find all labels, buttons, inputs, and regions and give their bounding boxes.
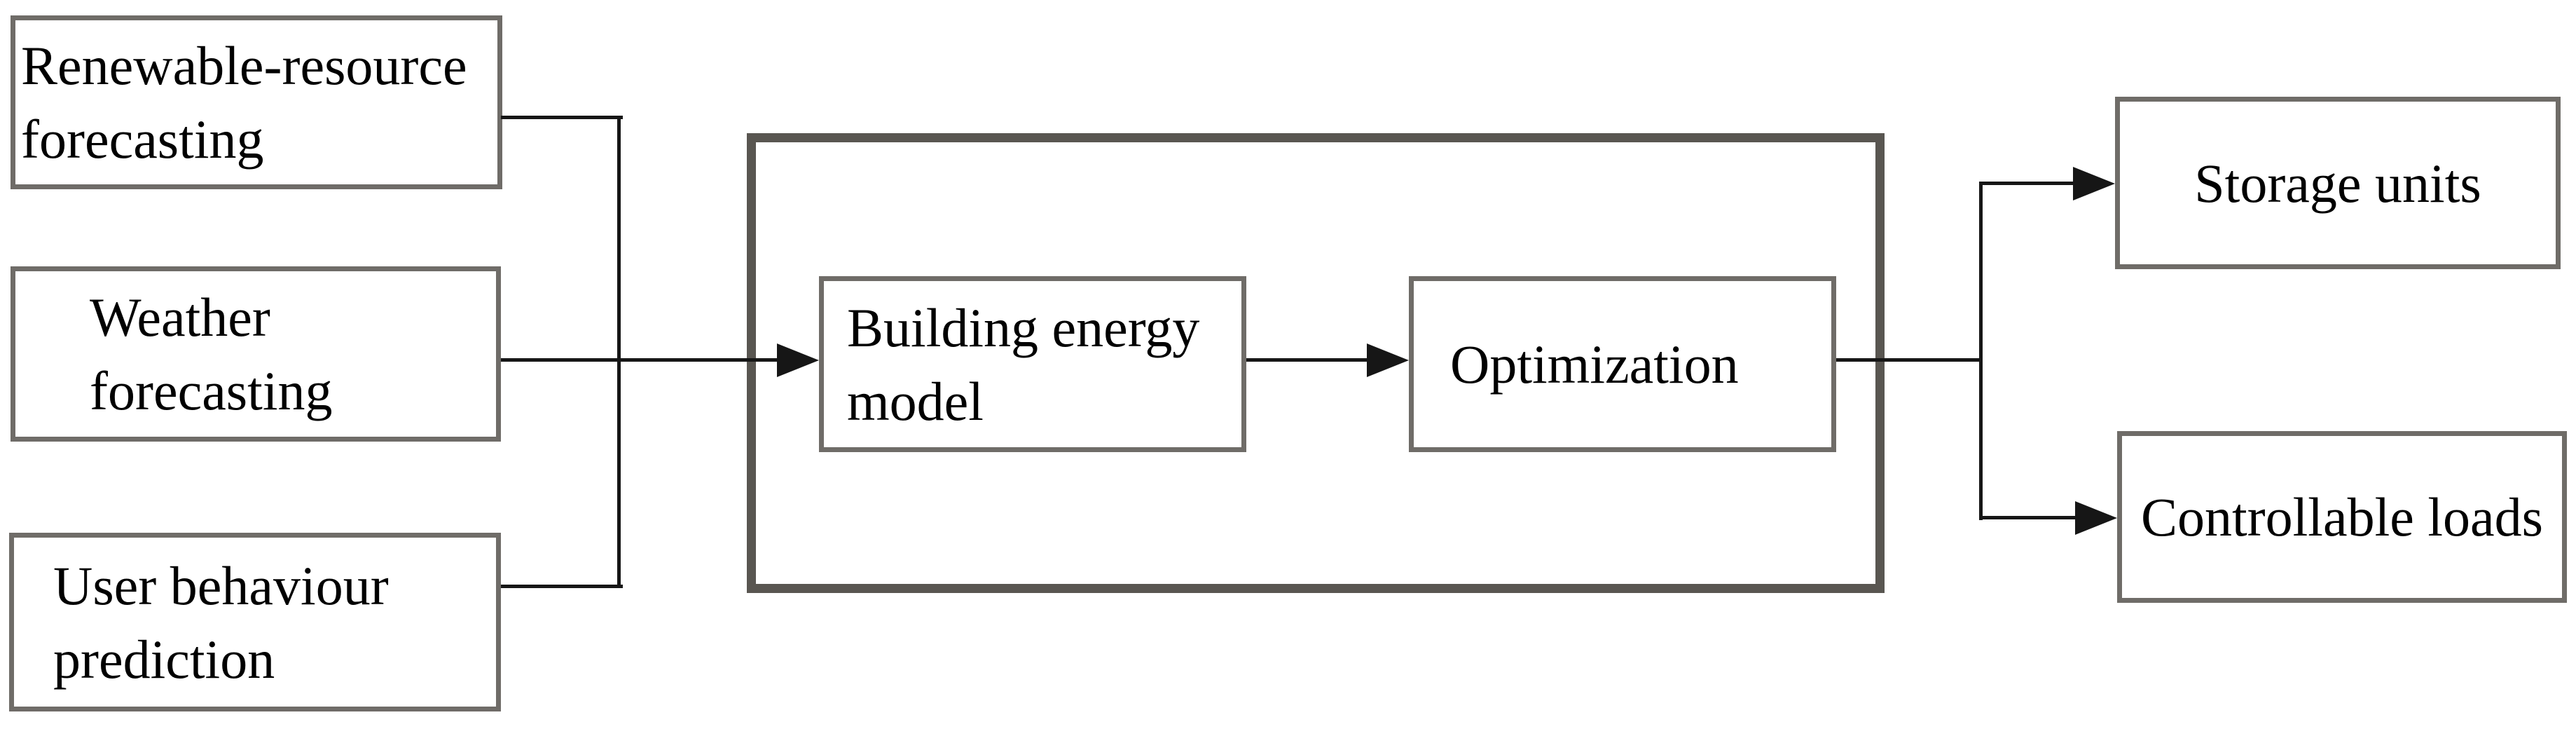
- arrowhead-into-optimization: [1367, 343, 1409, 377]
- arrowhead-into-controllable-loads: [2075, 501, 2117, 535]
- user-behaviour-prediction-label-line1: User behaviour: [53, 554, 389, 616]
- input-bus-line: [617, 116, 621, 588]
- arrowhead-into-building-energy-model: [777, 343, 819, 377]
- storage-units-label: Storage units: [2194, 152, 2481, 214]
- user-behaviour-prediction-label-line2: prediction: [53, 628, 275, 690]
- connector-optimization-to-bus: [1836, 358, 1983, 362]
- weather-forecasting-box: Weather forecasting: [11, 266, 501, 442]
- controllable-loads-box: Controllable loads: [2117, 431, 2567, 603]
- renewable-resource-forecasting-label-line1: Renewable-resource: [21, 35, 467, 96]
- renewable-resource-forecasting-label-line2: forecasting: [21, 109, 264, 170]
- optimization-box: Optimization: [1409, 276, 1836, 452]
- building-energy-model-label-line1: Building energy: [847, 297, 1200, 358]
- connector-bus-to-controllable-loads: [1979, 516, 2078, 519]
- connector-user-to-bus: [501, 585, 623, 588]
- user-behaviour-prediction-box: User behaviour prediction: [9, 533, 501, 711]
- optimization-label: Optimization: [1450, 334, 1739, 395]
- output-bus-line: [1979, 182, 1983, 520]
- storage-units-box: Storage units: [2115, 97, 2561, 269]
- connector-renewable-to-bus: [501, 116, 623, 119]
- controllable-loads-label: Controllable loads: [2140, 486, 2544, 547]
- weather-forecasting-label-line2: forecasting: [90, 360, 333, 421]
- arrowhead-into-storage-units: [2073, 167, 2115, 200]
- control-system-container-box: [747, 133, 1885, 593]
- connector-bus-to-building-energy-model: [501, 358, 780, 362]
- connector-bem-to-optimization: [1246, 358, 1370, 362]
- building-energy-model-box: Building energy model: [819, 276, 1246, 452]
- connector-bus-to-storage-units: [1979, 182, 2076, 185]
- renewable-resource-forecasting-box: Renewable-resource forecasting: [11, 15, 502, 189]
- building-energy-model-label-line2: model: [847, 370, 984, 432]
- weather-forecasting-label-line1: Weather: [90, 287, 270, 348]
